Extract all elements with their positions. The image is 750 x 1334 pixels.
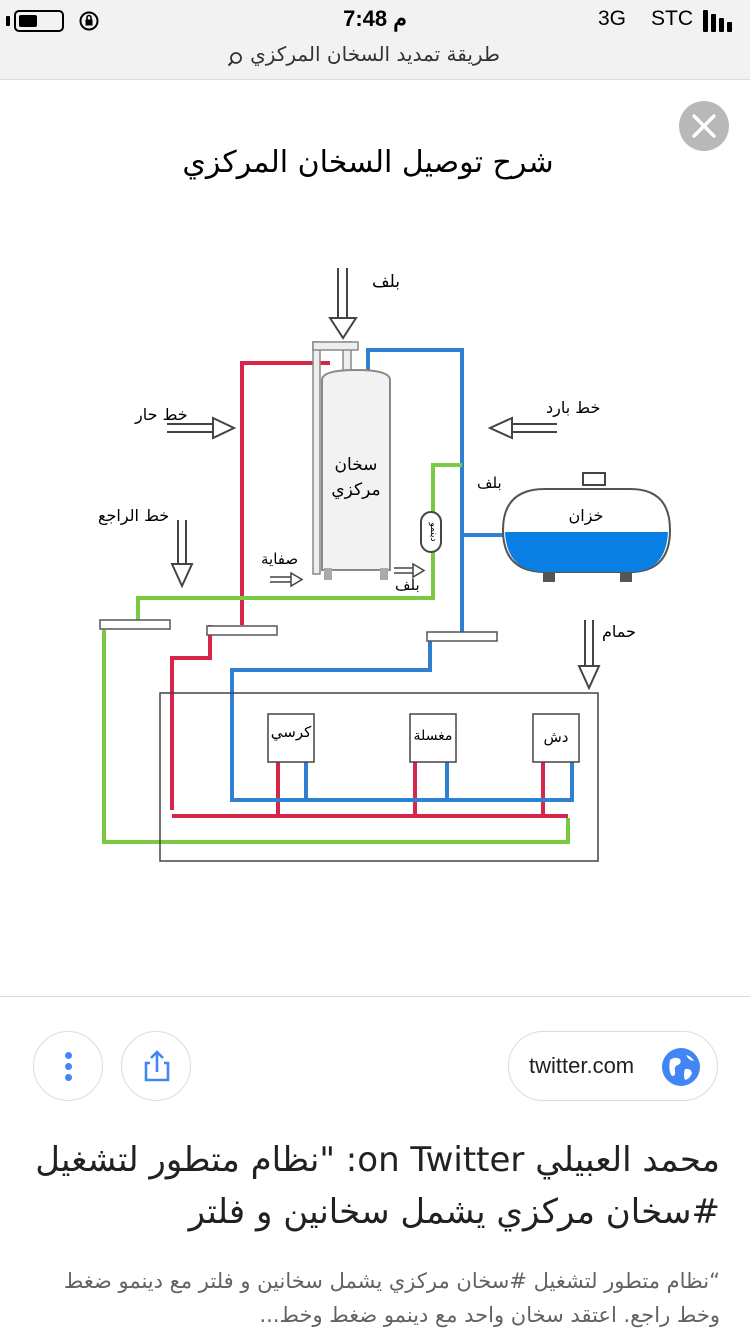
source-link[interactable]: twitter.com [508, 1031, 718, 1101]
central-heater: سخان مركزي [312, 341, 391, 580]
battery-icon [14, 10, 64, 32]
label-valve-right: بلف [477, 474, 502, 492]
return-arrow [170, 520, 194, 589]
status-time: 7:48 م [343, 6, 407, 31]
result-snippet: “نظام متطور لتشغيل #سخان مركزي يشمل سخان… [63, 1269, 720, 1327]
hot-line-arrow [167, 416, 237, 440]
label-return-line: خط الراجع [98, 506, 169, 526]
divider [0, 996, 750, 997]
fixture-sink: مغسلة [414, 728, 453, 744]
cold-pipes [230, 348, 574, 802]
label-bathroom: حمام [602, 622, 636, 641]
cold-line-arrow [487, 416, 557, 440]
inlet-arrow [328, 268, 358, 340]
battery-tip [6, 16, 10, 26]
close-icon [692, 114, 716, 138]
status-bar: 7:48 م 3G STC [0, 0, 750, 40]
source-domain: twitter.com [529, 1053, 635, 1078]
label-valve-top: بلف [372, 272, 400, 292]
fixture-toilet: كرسي [271, 723, 312, 742]
label-cold-line: خط بارد [546, 398, 600, 418]
drain-arrow [270, 571, 304, 588]
valve-bottom-arrow [394, 562, 426, 579]
heater-label-2: مركزي [331, 480, 380, 500]
more-options-button[interactable] [33, 1031, 103, 1101]
share-button[interactable] [121, 1031, 191, 1101]
pump-label: دينمو [428, 521, 438, 541]
search-query[interactable]: طريقة تمديد السخان المركزي [250, 42, 500, 66]
diagram-title: شرح توصيل السخان المركزي [182, 145, 553, 180]
search-bar[interactable]: طريقة تمديد السخان المركزي [0, 40, 750, 80]
label-drain: صفاية [261, 550, 298, 568]
fixture-shower: دش [544, 728, 569, 746]
heater-diagram: شرح توصيل السخان المركزي بلف خط حار خط ب… [98, 145, 672, 862]
globe-icon [662, 1048, 700, 1086]
result-title[interactable]: محمد العبيلي on Twitter: "نظام متطور لتش… [35, 1140, 720, 1232]
fixtures [267, 713, 580, 763]
water-tank: خزان [501, 472, 672, 582]
heater-label: سخان [335, 455, 378, 475]
bathroom-arrow [577, 620, 601, 691]
carrier-name: STC [651, 7, 693, 30]
share-icon [144, 1050, 170, 1082]
bathroom-box [159, 692, 599, 862]
search-icon [227, 52, 242, 67]
signal-bars-icon [703, 10, 739, 32]
label-valve-bottom: بلف [395, 576, 420, 594]
rotation-lock-icon [79, 11, 99, 31]
network-type: 3G [598, 7, 627, 30]
manifolds [99, 619, 498, 642]
label-hot-line: خط حار [134, 405, 188, 425]
close-button[interactable] [679, 101, 729, 151]
pump: دينمو [420, 511, 442, 553]
return-pipes [102, 463, 570, 844]
hot-pipes [170, 361, 568, 818]
tank-label: خزان [569, 506, 604, 526]
